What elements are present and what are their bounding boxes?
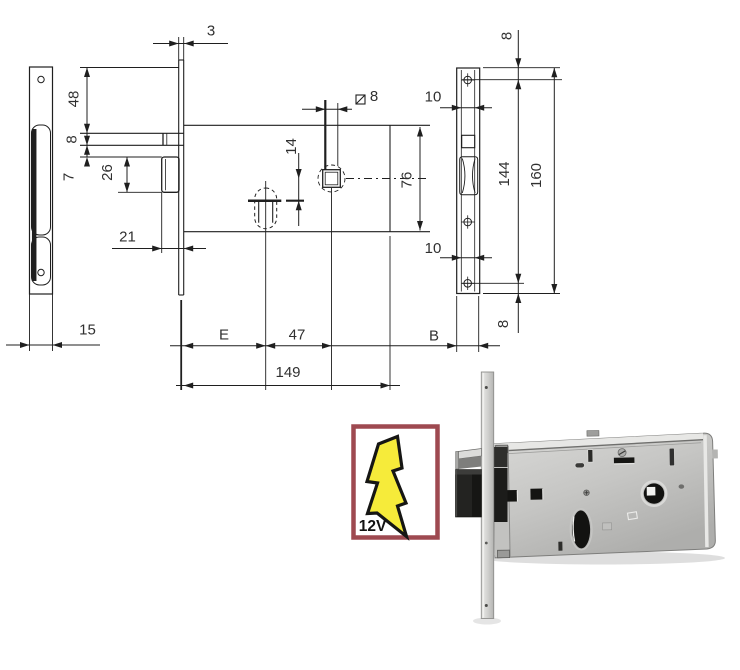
dim-bolt-projection: 21 — [119, 229, 136, 246]
deadbolt-edge — [161, 156, 180, 193]
square-fixing-hole — [505, 489, 518, 502]
screw-hole — [37, 75, 45, 84]
adjustment-slot — [613, 457, 635, 464]
top-edge-tab — [586, 430, 600, 437]
body-cover-plate — [492, 432, 716, 559]
left-strike-plate — [28, 66, 54, 351]
pin-hole — [678, 484, 685, 489]
vent-slot-right — [668, 447, 675, 467]
screw-hole — [37, 268, 45, 277]
photo-faceplate — [480, 371, 495, 619]
faceplate-shadow — [473, 617, 501, 625]
capsule-slot — [574, 462, 585, 469]
dim-spindle-square: 8 — [370, 88, 378, 105]
dim-right-top-edge: 8 — [499, 32, 516, 40]
photo-deadbolt — [455, 469, 482, 518]
dim-body-height: 76 — [399, 172, 416, 189]
dim-latch-height: 8 — [64, 135, 81, 143]
pressed-mark — [602, 522, 612, 531]
dim-bolt-height: 26 — [99, 164, 116, 181]
dim-spindle-offset: 14 — [283, 138, 300, 155]
photo-lock-body — [492, 430, 718, 559]
dim-cylinder-to-spindle: 47 — [289, 327, 306, 344]
dim-top-to-latch: 48 — [66, 91, 83, 108]
product-photo — [455, 371, 725, 625]
bolt-channel — [493, 468, 508, 522]
dim-slot-width-top: 10 — [425, 89, 442, 106]
side-tab — [712, 449, 718, 459]
dim-backset: E — [219, 327, 229, 344]
bottom-slot — [558, 541, 563, 551]
bolt-slot — [459, 156, 479, 196]
dimension-labels: 3 48 8 7 26 21 15 8 14 76 E 47 B 149 8 1… — [61, 23, 546, 382]
dim-slot-width-bottom: 10 — [425, 240, 442, 257]
square-fixing-hole — [530, 488, 543, 500]
right-plate-outline — [456, 67, 481, 295]
body-top-flange — [493, 433, 704, 451]
cylinder-rim — [569, 508, 593, 551]
spindle-square-hole — [646, 486, 656, 496]
cylinder-hole — [572, 510, 591, 549]
lock-edge-view — [80, 37, 430, 390]
faceplate-screw-hole — [484, 604, 488, 607]
latch-channel — [493, 447, 508, 467]
faceplate-screw-hole — [484, 386, 488, 389]
spindle-ring — [640, 480, 668, 508]
keeper-slot-lower — [31, 236, 51, 286]
latch-bolt-edge — [162, 133, 168, 146]
pressed-mark — [626, 511, 639, 521]
dim-left-plate-width: 15 — [79, 322, 96, 339]
dim-right-plate-height: 160 — [528, 163, 545, 188]
fixing-lug-bottom — [497, 549, 511, 559]
dim-total-length: 149 — [275, 364, 300, 381]
dim-faceplate-thickness: 3 — [207, 23, 215, 40]
faceplate-screw-hole — [484, 541, 488, 545]
lightning-bolt-icon — [364, 434, 410, 541]
dim-right-bottom-edge: 8 — [495, 320, 512, 328]
badge-voltage-label: 12V — [359, 518, 387, 535]
left-plate-outline — [28, 66, 54, 295]
voltage-badge: 12V — [351, 424, 440, 541]
square-symbol-icon — [355, 94, 366, 105]
dim-hole-spacing: 144 — [496, 161, 513, 186]
vent-slot — [587, 449, 594, 463]
dim-right-plate-width: B — [429, 328, 439, 345]
right-strike-plate — [456, 67, 562, 352]
square-hole — [461, 134, 476, 149]
photo-latch-bolt — [455, 448, 482, 470]
body-right-highlight — [703, 435, 709, 548]
keeper-slot-upper — [31, 124, 51, 236]
dim-latch-gap: 7 — [61, 173, 78, 181]
